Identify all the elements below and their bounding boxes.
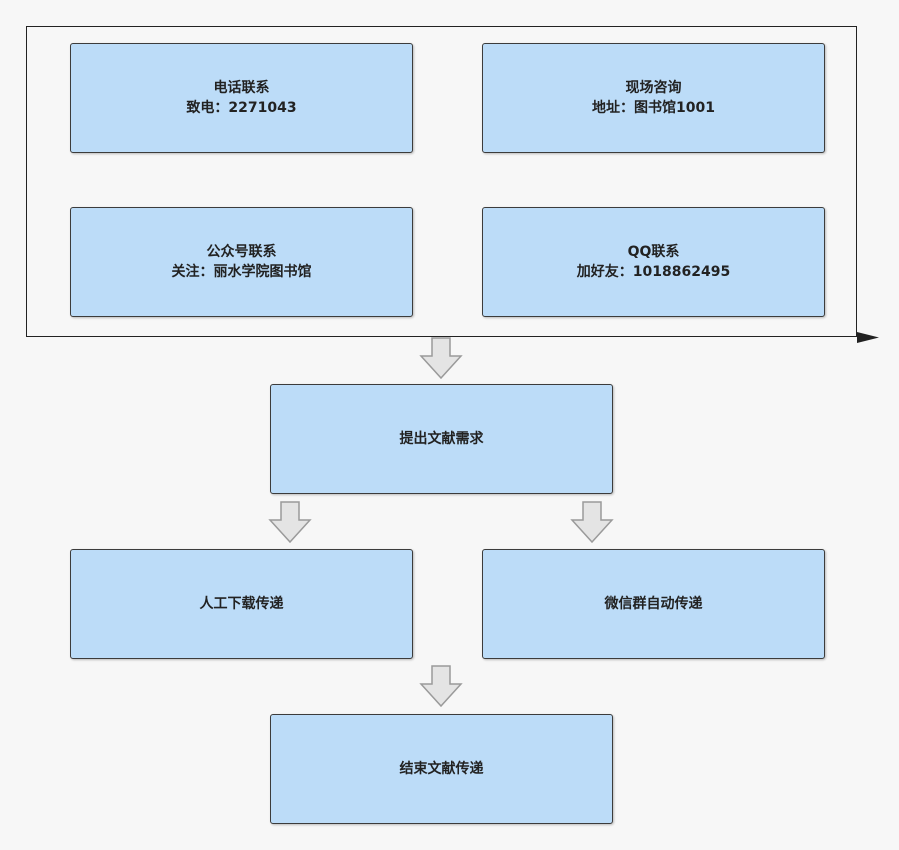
qq-contact-box: QQ联系 加好友：1018862495 — [482, 207, 825, 317]
down-arrow-icon-3 — [570, 501, 614, 544]
official-account-box: 公众号联系 关注：丽水学院图书馆 — [70, 207, 413, 317]
submit-request-box: 提出文献需求 — [270, 384, 613, 494]
down-arrow-icon-1 — [419, 337, 463, 380]
frame-arrowhead-icon — [857, 332, 879, 343]
down-arrow-icon-4 — [419, 665, 463, 708]
phone-contact-box: 电话联系 致电：2271043 — [70, 43, 413, 153]
finish-delivery-label: 结束文献传递 — [399, 761, 484, 777]
finish-delivery-box: 结束文献传递 — [270, 714, 613, 824]
phone-contact-title: 电话联系 — [213, 80, 270, 96]
manual-download-label: 人工下载传递 — [199, 596, 284, 612]
down-arrow-icon-2 — [268, 501, 312, 544]
onsite-consult-detail: 地址：图书馆1001 — [592, 100, 715, 116]
official-account-title: 公众号联系 — [206, 244, 277, 260]
submit-request-label: 提出文献需求 — [399, 431, 484, 447]
onsite-consult-title: 现场咨询 — [625, 80, 682, 96]
qq-contact-detail: 加好友：1018862495 — [576, 264, 731, 280]
phone-contact-detail: 致电：2271043 — [186, 100, 297, 116]
contact-channels-frame — [26, 26, 857, 337]
wechat-group-box: 微信群自动传递 — [482, 549, 825, 659]
official-account-detail: 关注：丽水学院图书馆 — [171, 264, 312, 280]
manual-download-box: 人工下载传递 — [70, 549, 413, 659]
qq-contact-title: QQ联系 — [627, 244, 680, 260]
wechat-group-label: 微信群自动传递 — [604, 596, 703, 612]
onsite-consult-box: 现场咨询 地址：图书馆1001 — [482, 43, 825, 153]
